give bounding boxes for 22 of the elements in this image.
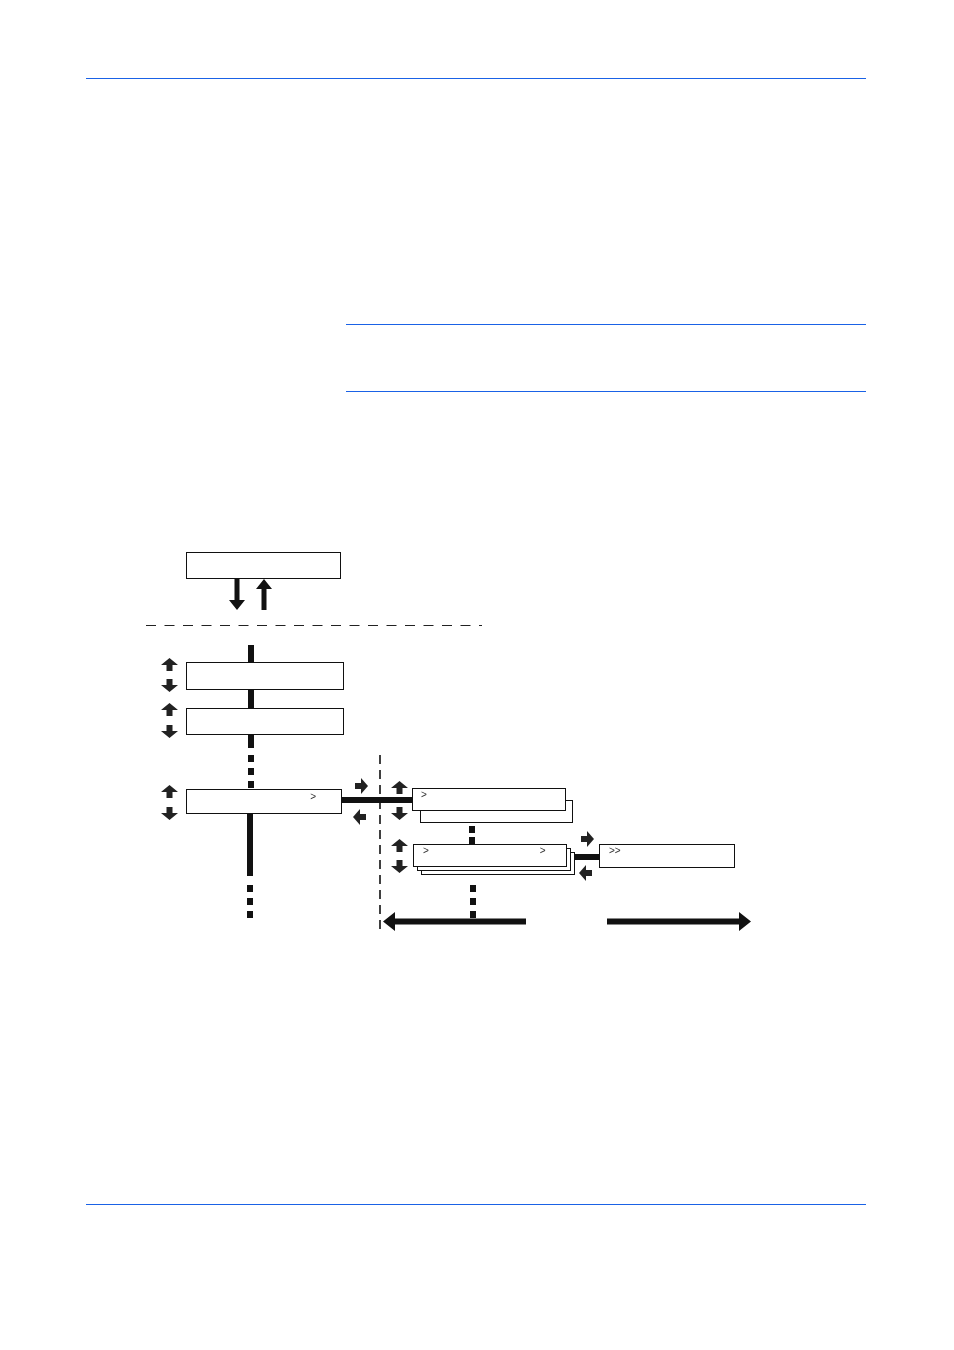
connector-line — [342, 797, 412, 803]
menu-box — [186, 708, 344, 735]
stacked-submenu-box — [412, 788, 573, 823]
setting-box — [599, 844, 735, 868]
connector-line — [248, 735, 254, 788]
menu-indicator: > — [421, 789, 427, 801]
menu-box — [186, 789, 342, 814]
connector-line — [247, 814, 253, 918]
arrow — [229, 579, 245, 610]
display-box — [186, 552, 341, 579]
menu-indicator: > — [539, 845, 546, 857]
stacked-submenu-box — [413, 844, 575, 875]
connector-line — [469, 826, 475, 844]
menu-indicator: > — [423, 845, 429, 857]
arrow — [256, 579, 272, 610]
menu-indicator: > — [310, 791, 316, 803]
connector-line — [470, 885, 476, 918]
connector-line — [248, 645, 254, 662]
connector-line — [248, 690, 254, 708]
connector-line — [575, 854, 599, 860]
menu-box — [186, 662, 344, 690]
menu-indicator: >> — [609, 845, 621, 857]
